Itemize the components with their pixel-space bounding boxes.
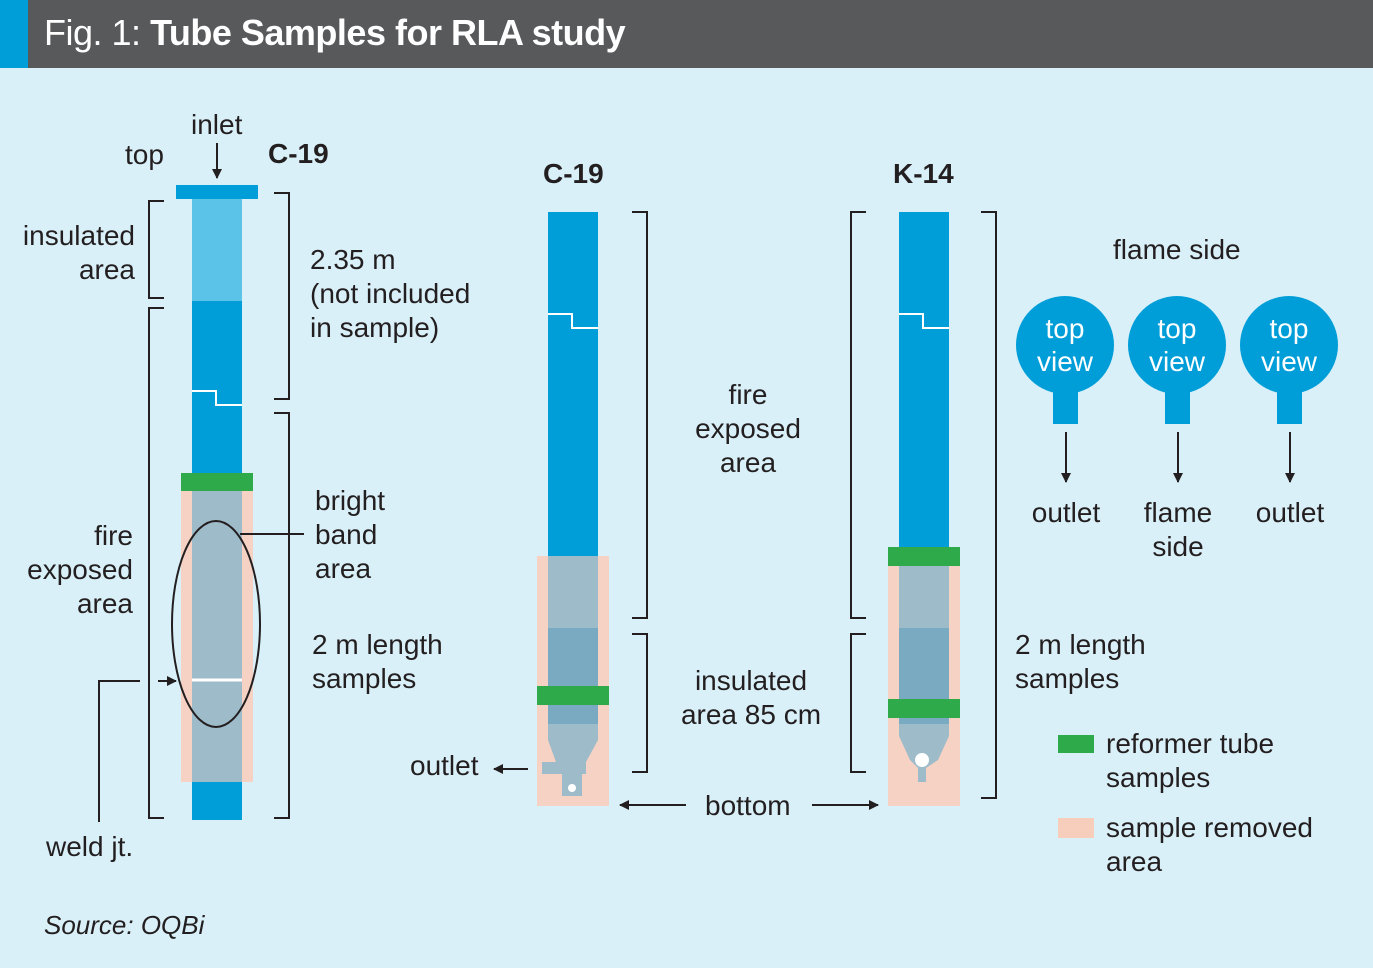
insulated-area-label: insulated area	[22, 220, 135, 285]
bracket-samples-3	[981, 211, 997, 799]
top-view-circle-3: top view	[1240, 296, 1338, 394]
samples-label-left: 2 m length samples	[312, 629, 443, 694]
weld-joint-label: weld jt.	[46, 831, 134, 862]
view-2-stem	[1165, 388, 1190, 424]
tube-1-step-line	[192, 390, 242, 406]
tube-3-name: K-14	[893, 158, 954, 189]
top-label: top	[125, 139, 164, 170]
figure-title: Fig. 1: Tube Samples for RLA study	[44, 12, 626, 54]
source-note: Source: OQBi	[44, 910, 205, 940]
fire-exposed-label-middle: fire exposed area	[695, 379, 801, 478]
inlet-label: inlet	[191, 109, 243, 140]
tube-1-sample-band	[181, 473, 253, 491]
bright-band-label: bright band area	[315, 485, 386, 584]
bracket-fire-left	[148, 307, 164, 819]
bracket-fire-middle	[632, 211, 648, 619]
tube-1-top-cap	[176, 185, 258, 199]
view-2-label: flame side	[1143, 497, 1213, 562]
legend-swatch-removed	[1058, 818, 1094, 838]
insulated-85cm-label: insulated area 85 cm	[680, 665, 822, 730]
tube-3	[888, 212, 960, 806]
tube-2-sample-upper	[548, 556, 598, 628]
header-bar: Fig. 1: Tube Samples for RLA study	[0, 0, 1373, 68]
bottom-label: bottom	[705, 790, 791, 821]
view-1-stem	[1053, 388, 1078, 424]
view-1-label: outlet	[1031, 497, 1101, 528]
bracket-insulated-middle-right	[850, 633, 866, 773]
bracket-not-included	[274, 192, 290, 400]
legend-removed-label: sample removed area	[1106, 812, 1313, 877]
bracket-samples-1	[274, 412, 290, 819]
tube-1	[171, 185, 261, 820]
tube-3-sample-band-upper	[888, 547, 960, 566]
tube-3-sample-upper	[899, 566, 949, 628]
tube-1-bottom-section	[192, 782, 242, 820]
samples-label-right: 2 m length samples	[1015, 629, 1146, 694]
tube-2-name: C-19	[543, 158, 604, 189]
top-view-circle-1: top view	[1016, 296, 1114, 394]
tube-2-step-line	[548, 313, 598, 329]
tube-1-name: C-19	[268, 138, 329, 169]
not-included-label: 2.35 m (not included in sample)	[310, 244, 471, 343]
tube-2	[537, 212, 609, 806]
header-accent	[0, 0, 28, 68]
tube-2-sample-band	[537, 686, 609, 705]
tube-3-fire-section	[899, 212, 949, 548]
tube-3-outlet-nozzle	[899, 724, 949, 782]
fire-exposed-label-left: fire exposed area	[27, 520, 133, 619]
tube-2-outlet-hole	[568, 784, 576, 792]
outlet-label: outlet	[410, 750, 479, 781]
flame-side-heading: flame side	[1113, 234, 1241, 265]
tube-3-sample-band-lower	[888, 699, 960, 718]
tube-1-insulated-section	[192, 199, 242, 301]
legend-swatch-reformer	[1058, 735, 1094, 753]
tube-2-fire-section	[548, 212, 598, 556]
view-3-stem	[1277, 388, 1302, 424]
legend-reformer-label: reformer tube samples	[1106, 728, 1275, 793]
bright-band-ellipse	[171, 520, 261, 728]
bracket-insulated-left	[148, 200, 164, 299]
figure-label: Fig. 1:	[44, 12, 141, 53]
tube-2-sample-lower	[548, 628, 598, 724]
weld-leader	[98, 680, 140, 822]
view-3-label: outlet	[1255, 497, 1325, 528]
bracket-fire-middle-right	[850, 211, 866, 619]
bracket-insulated-middle-left	[632, 633, 648, 773]
tube-2-outlet-nozzle	[542, 724, 598, 796]
tube-3-outlet-hole	[915, 753, 929, 767]
top-view-circle-2: top view	[1128, 296, 1226, 394]
figure-title-text: Tube Samples for RLA study	[150, 12, 626, 53]
tube-3-step-line	[899, 313, 949, 329]
tube-1-sample-section	[192, 490, 242, 782]
